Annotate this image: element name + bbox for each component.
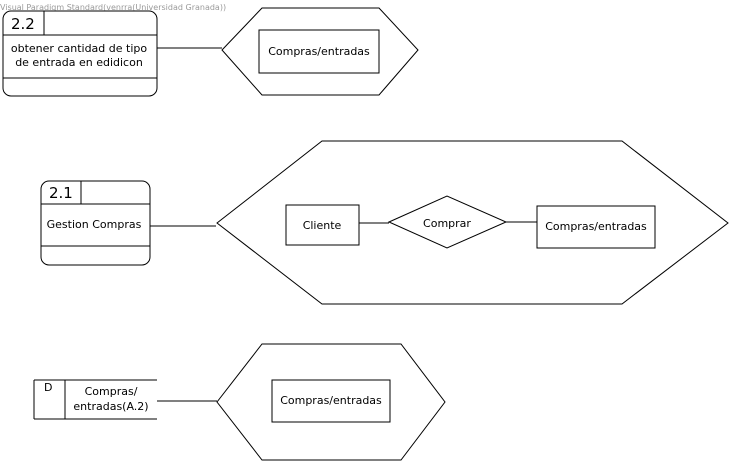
hexagon-top[interactable]: Compras/entradas (221, 7, 419, 96)
process-2-2[interactable]: 2.2 obtener cantidad de tipo de entrada … (2, 10, 158, 97)
entity-compras-entradas-bottom[interactable] (271, 379, 391, 423)
entity-compras-entradas-top-label: Compras/entradas (268, 45, 370, 58)
hexagon-bottom[interactable]: Compras/entradas (216, 343, 446, 461)
watermark: Visual Paradigm Standard(venrra(Universi… (0, 3, 226, 12)
process-2-2-box (2, 10, 158, 97)
process-2-2-id: 2.2 (11, 15, 35, 33)
entity-compras-entradas-middle-label: Compras/entradas (545, 220, 647, 233)
datastore-label-line1: Compras/ (85, 385, 138, 398)
process-2-2-label-line1: obtener cantidad de tipo (11, 42, 147, 55)
datastore-id: D (44, 381, 52, 394)
datastore-label-line2: entradas(A.2) (73, 400, 148, 413)
process-2-1-id: 2.1 (49, 184, 73, 202)
process-2-1-label: Gestion Compras (47, 218, 142, 231)
entity-compras-entradas-bottom-label: Compras/entradas (280, 394, 382, 407)
process-2-1[interactable]: 2.1 Gestion Compras (40, 180, 151, 266)
process-2-2-label-line2: de entrada en edidicon (15, 56, 143, 69)
entity-compras-entradas-top[interactable] (258, 29, 380, 74)
datastore-compras-entradas[interactable]: D Compras/ entradas(A.2) (33, 379, 157, 420)
entity-cliente-label: Cliente (303, 219, 342, 232)
relationship-comprar-label: Comprar (423, 217, 471, 230)
process-2-1-box (40, 180, 151, 266)
hexagon-middle[interactable]: Cliente Comprar Compras/entradas (216, 140, 729, 305)
entity-compras-entradas-middle[interactable] (536, 205, 656, 249)
entity-cliente[interactable] (285, 204, 360, 246)
